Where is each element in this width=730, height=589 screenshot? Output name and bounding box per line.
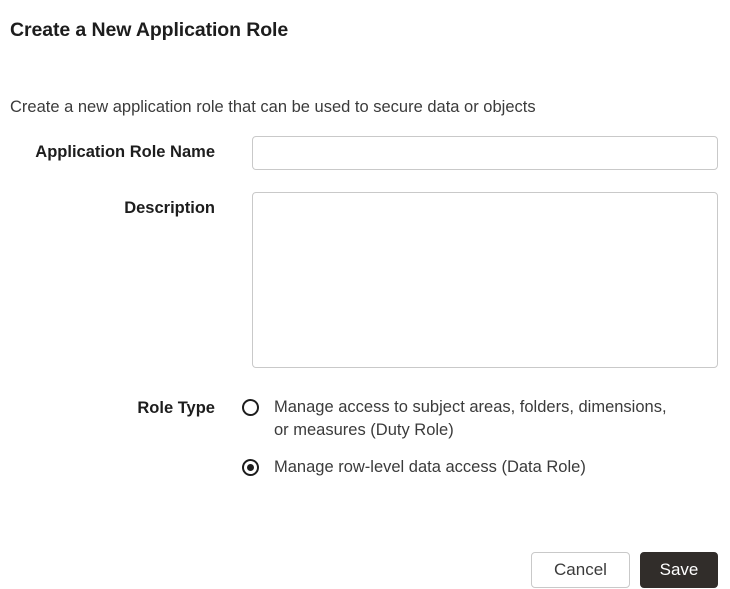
page-subtitle: Create a new application role that can b… bbox=[10, 97, 536, 116]
application-role-name-input[interactable] bbox=[252, 136, 718, 170]
radio-option-data-role[interactable]: Manage row-level data access (Data Role) bbox=[242, 456, 682, 479]
radio-circle-icon[interactable] bbox=[242, 399, 259, 416]
role-type-label: Role Type bbox=[137, 399, 215, 417]
radio-option-duty-role[interactable]: Manage access to subject areas, folders,… bbox=[242, 396, 682, 442]
description-label: Description bbox=[124, 199, 215, 217]
radio-option-data-role-label: Manage row-level data access (Data Role) bbox=[274, 458, 586, 476]
application-role-name-label: Application Role Name bbox=[35, 143, 215, 161]
radio-circle-selected-icon[interactable] bbox=[242, 459, 259, 476]
save-button[interactable]: Save bbox=[640, 552, 718, 588]
dialog-button-bar: Cancel Save bbox=[0, 552, 718, 588]
description-textarea[interactable] bbox=[252, 192, 718, 368]
radio-option-duty-role-label: Manage access to subject areas, folders,… bbox=[274, 398, 667, 439]
role-type-radio-group: Manage access to subject areas, folders,… bbox=[242, 396, 682, 493]
cancel-button[interactable]: Cancel bbox=[531, 552, 630, 588]
page-title: Create a New Application Role bbox=[10, 19, 289, 42]
